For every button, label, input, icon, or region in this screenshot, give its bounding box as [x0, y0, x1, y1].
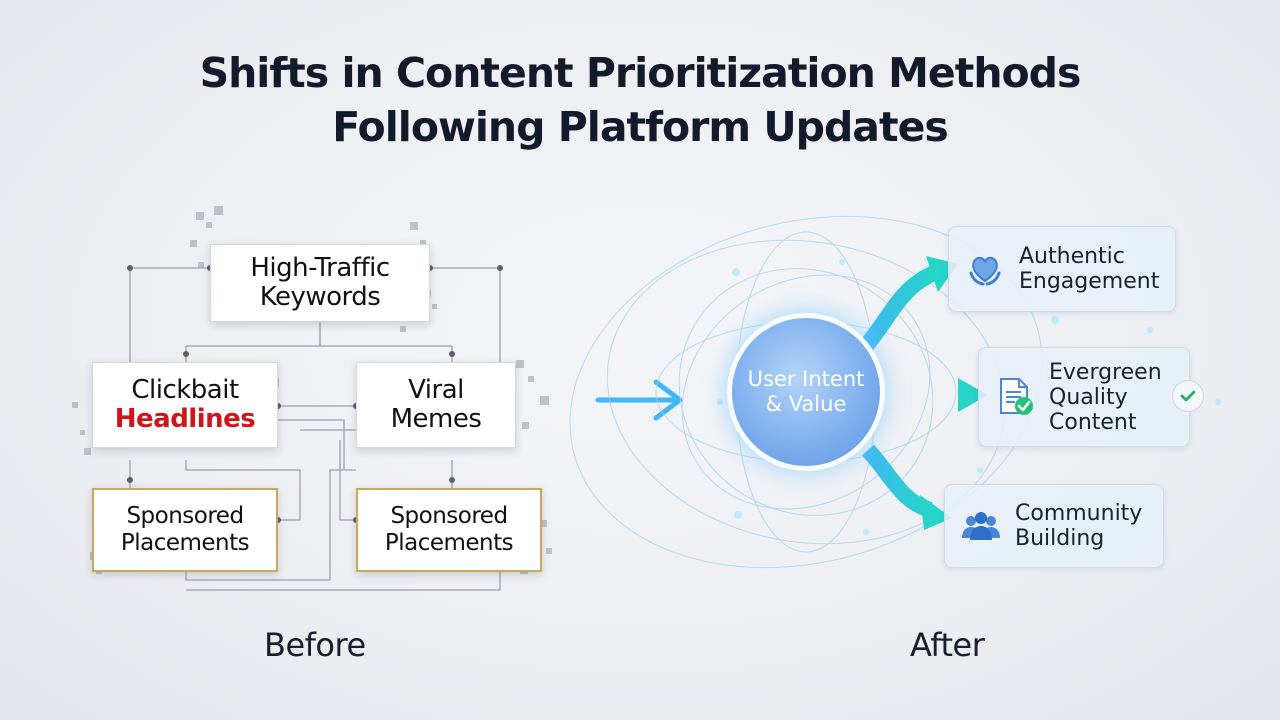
document-check-icon — [1000, 378, 1033, 415]
card-line: Authentic — [1019, 244, 1125, 269]
box-viral-memes: Viral Memes — [356, 362, 516, 448]
card-authentic-engagement: Authentic Engagement — [948, 226, 1176, 312]
box-line: Memes — [390, 404, 482, 434]
box-clickbait-headlines: Clickbait Headlines — [92, 362, 278, 448]
card-text: Community Building — [1015, 501, 1142, 551]
hub-line: & Value — [765, 392, 847, 416]
box-line: Keywords — [259, 282, 381, 312]
box-line: Placements — [384, 530, 514, 556]
tree-lines — [129, 267, 501, 591]
card-community-building: Community Building — [944, 484, 1164, 568]
caption-after: After — [910, 626, 985, 664]
box-sponsored-placements-right: Sponsored Placements — [356, 488, 542, 572]
title-line-1: Shifts in Content Prioritization Methods — [199, 49, 1082, 97]
box-sponsored-placements-left: Sponsored Placements — [92, 488, 278, 572]
check-mark — [1180, 390, 1196, 402]
check-icon — [1172, 380, 1204, 412]
caption-before: Before — [264, 626, 366, 664]
title-line-2: Following Platform Updates — [332, 103, 949, 151]
card-line: Community — [1015, 501, 1143, 526]
box-line: Sponsored — [126, 503, 244, 529]
box-line: High-Traffic — [250, 253, 390, 283]
community-icon — [962, 512, 1000, 540]
card-text: Evergreen Quality Content — [1049, 360, 1162, 435]
card-line: Content — [1049, 409, 1137, 435]
transition-arrow — [593, 379, 683, 421]
page-title: Shifts in Content Prioritization Methods… — [0, 46, 1280, 154]
box-line: Viral — [408, 375, 464, 405]
box-high-traffic-keywords: High-Traffic Keywords — [210, 244, 430, 322]
card-line: Evergreen — [1049, 359, 1162, 385]
card-evergreen-quality-content: Evergreen Quality Content — [978, 347, 1190, 447]
box-line: Clickbait — [131, 375, 239, 405]
network-sparkles — [717, 259, 1221, 535]
card-line: Building — [1015, 526, 1105, 551]
box-line: Placements — [120, 530, 250, 556]
box-line: Sponsored — [390, 503, 508, 529]
flow-arrows — [859, 264, 962, 518]
heart-hands-icon — [969, 256, 1001, 286]
hub-line: User Intent — [747, 367, 865, 391]
card-line: Engagement — [1019, 269, 1160, 294]
hub-user-intent: User Intent & Value — [732, 318, 880, 466]
box-line-highlight: Headlines — [114, 404, 256, 434]
card-line: Quality — [1049, 384, 1128, 410]
card-text: Authentic Engagement — [1019, 244, 1159, 294]
